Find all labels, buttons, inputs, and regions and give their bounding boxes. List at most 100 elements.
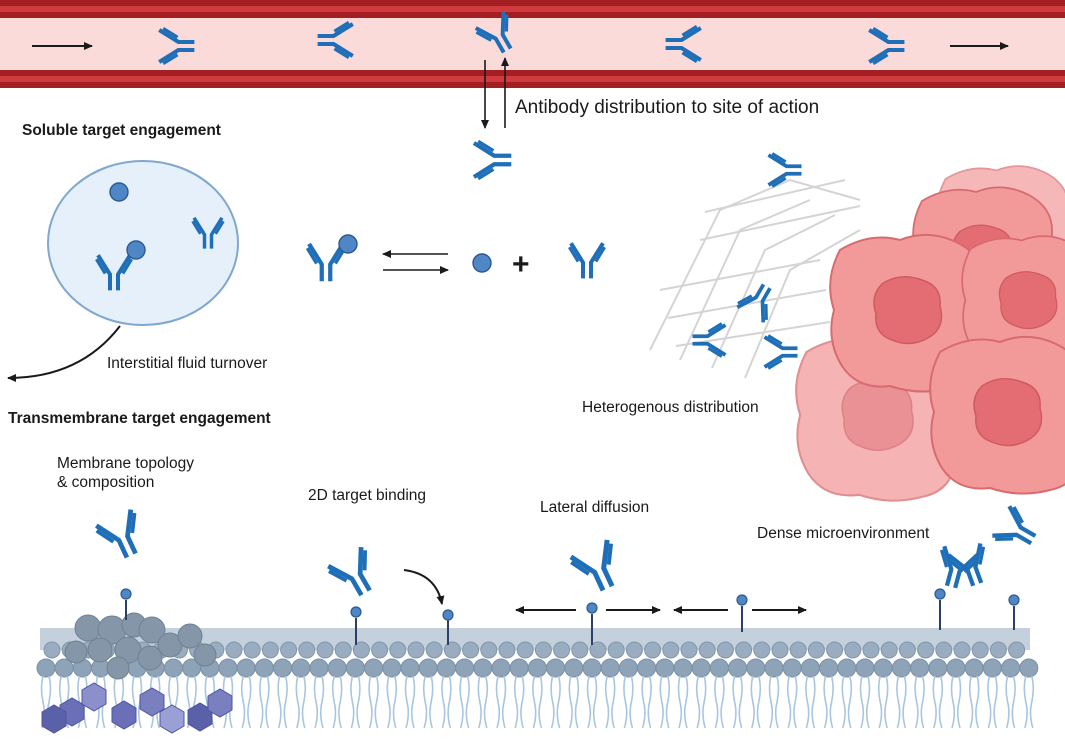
lipid-molecule [600,658,621,729]
lipid-head [826,641,844,659]
lipid-molecule [272,658,293,729]
blood-vessel [0,0,1065,88]
lipid-head [716,641,734,659]
lipid-molecule [709,658,730,729]
lipid-molecule [582,658,602,729]
lipid-molecule [363,658,384,729]
lipid-molecule [982,658,1003,729]
lipid-head [480,641,498,659]
plus-sign: + [512,248,530,281]
lipid-head [898,641,916,659]
lipid-head [407,641,425,659]
binding-2d-label: 2D target binding [308,487,426,504]
lipid-head [680,641,698,659]
lipid-head [352,641,370,659]
fluid-turnover-label: Interstitial fluid turnover [107,355,267,372]
lipid-molecule [1000,658,1021,729]
membrane-target [350,606,362,618]
lipid-molecule [764,658,784,729]
antibody-icon [327,546,384,603]
antibody-icon [474,141,511,178]
lipid-head [516,641,534,659]
lipid-molecule [290,658,311,729]
lipid-head [225,641,243,659]
binding-arrow [403,569,445,605]
membrane-protein-cluster [64,612,217,680]
lipid-molecule [381,658,402,729]
membrane-target [934,588,946,600]
bound-antigen [126,240,146,260]
lipid-molecule [727,658,748,729]
bound-antigen [338,234,358,254]
membrane-target [120,588,132,600]
lipid-head [662,641,680,659]
lipid-molecule [563,658,584,729]
lipid-head [316,641,334,659]
lipid-head [1008,641,1026,659]
lipid-molecule [654,658,675,729]
lipid-molecule [618,658,639,729]
tumor-antibodies [690,151,804,371]
lipid-molecule [891,658,912,729]
membrane-hexagons [41,682,233,734]
lipid-head [243,641,261,659]
fluid-turnover-arrow [7,325,121,382]
lipid-head [880,641,898,659]
lipid-molecule [345,658,366,729]
membrane-target [736,594,748,606]
lipid-molecule [855,658,875,729]
soluble-title: Soluble target engagement [22,122,221,139]
lipid-head [589,641,607,659]
lipid-head [553,641,571,659]
lipid-head [753,641,771,659]
lipid-head [571,641,589,659]
lipid-head [425,641,443,659]
lipid-head [534,641,552,659]
lipid-molecule [909,658,930,729]
lipid-molecule [782,658,803,729]
heterogenous-label: Heterogenous distribution [582,399,759,416]
lipid-head [43,641,61,659]
antibody-icon [569,539,627,597]
lipid-head [789,641,807,659]
lipid-molecule [472,658,493,729]
lipid-molecule [873,658,894,729]
lipid-molecule [418,658,439,729]
lipid-molecule [818,658,839,729]
lipid-molecule [673,658,693,729]
lipid-molecule [509,658,530,729]
lipid-head [607,641,625,659]
lipid-head [917,641,935,659]
antibody-icon [734,276,783,326]
interstitial-compartment [47,160,239,326]
lipid-head [989,641,1007,659]
free-antigen [472,253,492,273]
lipid-head [644,641,662,659]
lipid-molecule [454,658,475,729]
lipid-molecule [691,658,712,729]
lipid-head [807,641,825,659]
lipid-molecule [927,658,948,729]
lipid-molecule [636,658,657,729]
antibody-icon [762,333,800,371]
antibody-icon [307,244,344,281]
lipid-head [280,641,298,659]
antibody-icon [569,243,604,278]
lipid-molecule [745,658,766,729]
membrane-label-line1: Membrane topology [57,455,194,472]
lipid-molecule [527,658,548,729]
lipid-molecule [800,658,821,729]
lipid-molecule [327,658,348,729]
dense-microenvironment-label: Dense microenvironment [757,525,930,542]
lipid-head [462,641,480,659]
vessel-lumen [0,18,1065,70]
lipid-head [698,641,716,659]
lipid-head [844,641,862,659]
lipid-molecule [1019,658,1039,729]
lipid-head [389,641,407,659]
lipid-head [953,641,971,659]
lipid-head [935,641,953,659]
lipid-head [371,641,389,659]
membrane-target [442,609,454,621]
